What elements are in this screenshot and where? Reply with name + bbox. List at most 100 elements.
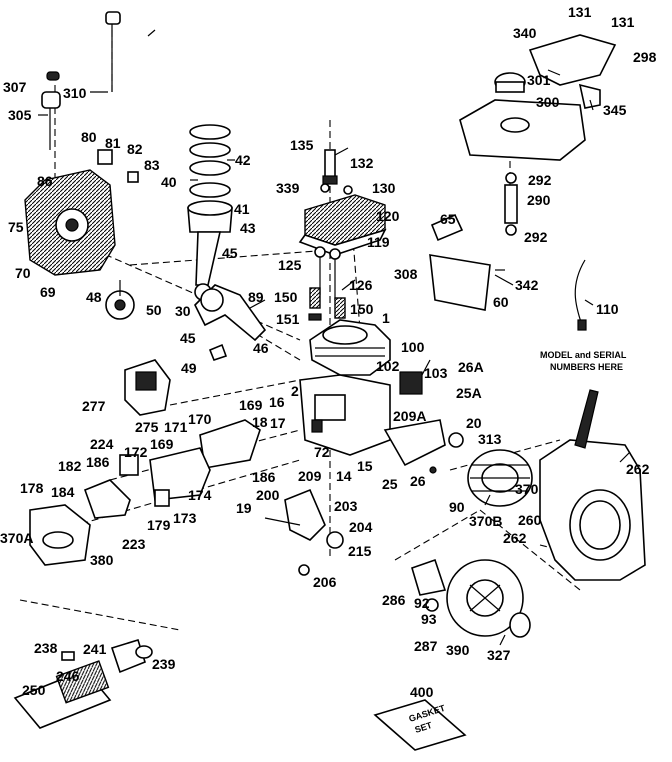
part-carburetor [29, 419, 261, 566]
label-209: 209 [298, 468, 322, 484]
label-41: 41 [234, 201, 250, 217]
label-83: 83 [144, 157, 160, 173]
label-241: 241 [83, 641, 107, 657]
label-238: 238 [34, 640, 58, 656]
part-control-panel [429, 213, 505, 311]
label-43: 43 [240, 220, 256, 236]
label-1: 1 [382, 310, 390, 326]
label-100: 100 [401, 339, 425, 355]
label-287: 287 [414, 638, 438, 654]
label-150: 150 [350, 301, 374, 317]
part-cylinder-head [298, 149, 387, 256]
label-80: 80 [81, 129, 97, 145]
label-151: 151 [276, 311, 300, 327]
label-313: 313 [478, 431, 502, 447]
label-345: 345 [603, 102, 627, 118]
part-blower-housing [539, 389, 646, 581]
label-223: 223 [122, 536, 146, 552]
label-203: 203 [334, 498, 358, 514]
label-65: 65 [440, 211, 456, 227]
label-310: 310 [63, 85, 87, 101]
label-2: 2 [291, 383, 299, 399]
label-20: 20 [466, 415, 482, 431]
label-14: 14 [336, 468, 352, 484]
model-note-line-1: MODEL and SERIAL [540, 350, 627, 360]
label-171: 171 [164, 419, 188, 435]
label-18: 18 [252, 414, 268, 430]
label-132: 132 [350, 155, 374, 171]
part-flywheel [429, 432, 533, 507]
label-179: 179 [147, 517, 171, 533]
part-gasket-set-book: GASKET SET [373, 699, 467, 751]
label-102: 102 [376, 358, 400, 374]
label-390: 390 [446, 642, 470, 658]
label-239: 239 [152, 656, 176, 672]
label-400: 400 [410, 684, 434, 700]
label-300: 300 [536, 94, 560, 110]
part-recoil-starter [411, 558, 531, 638]
label-292: 292 [524, 229, 548, 245]
label-209A: 209A [393, 408, 426, 424]
label-286: 286 [382, 592, 406, 608]
label-172: 172 [124, 444, 148, 460]
label-125: 125 [278, 257, 302, 273]
label-174: 174 [188, 487, 212, 503]
label-370A: 370A [0, 530, 33, 546]
label-92: 92 [414, 595, 430, 611]
label-150: 150 [274, 289, 298, 305]
label-25: 25 [382, 476, 398, 492]
label-86: 86 [37, 173, 53, 189]
label-72: 72 [314, 444, 330, 460]
label-184: 184 [51, 484, 75, 500]
part-crankshaft [105, 280, 267, 361]
label-204: 204 [349, 519, 373, 535]
label-15: 15 [357, 458, 373, 474]
part-dipstick-tube [41, 11, 121, 150]
label-48: 48 [86, 289, 102, 305]
label-186: 186 [86, 454, 110, 470]
label-308: 308 [394, 266, 418, 282]
label-340: 340 [513, 25, 537, 41]
label-45: 45 [222, 245, 238, 261]
label-110: 110 [596, 301, 619, 317]
model-note-line-2: NUMBERS HERE [550, 362, 623, 372]
label-292: 292 [528, 172, 552, 188]
part-engine-block [299, 319, 391, 456]
label-246: 246 [56, 668, 80, 684]
label-170: 170 [188, 411, 212, 427]
label-70: 70 [15, 265, 31, 281]
part-valves-springs [308, 246, 346, 321]
label-60: 60 [493, 294, 509, 310]
label-49: 49 [181, 360, 197, 376]
part-muffler [13, 639, 153, 729]
label-16: 16 [269, 394, 285, 410]
label-40: 40 [161, 174, 177, 190]
label-182: 182 [58, 458, 82, 474]
label-169: 169 [239, 397, 263, 413]
label-173: 173 [173, 510, 197, 526]
label-26A: 26A [458, 359, 484, 375]
label-186: 186 [252, 469, 276, 485]
label-50: 50 [146, 302, 162, 318]
label-45: 45 [180, 330, 196, 346]
label-19: 19 [236, 500, 252, 516]
label-42: 42 [235, 152, 251, 168]
label-305: 305 [8, 107, 32, 123]
label-130: 130 [372, 180, 396, 196]
label-81: 81 [105, 135, 121, 151]
label-90: 90 [449, 499, 465, 515]
label-69: 69 [40, 284, 56, 300]
label-126: 126 [349, 277, 373, 293]
label-93: 93 [421, 611, 437, 627]
label-25A: 25A [456, 385, 482, 401]
label-206: 206 [313, 574, 337, 590]
label-307: 307 [3, 79, 27, 95]
part-spark-plug-wire [574, 259, 587, 331]
label-200: 200 [256, 487, 280, 503]
part-crankcase-cover [24, 149, 139, 276]
label-131: 131 [568, 4, 592, 20]
label-215: 215 [348, 543, 372, 559]
label-342: 342 [515, 277, 539, 293]
label-135: 135 [290, 137, 314, 153]
